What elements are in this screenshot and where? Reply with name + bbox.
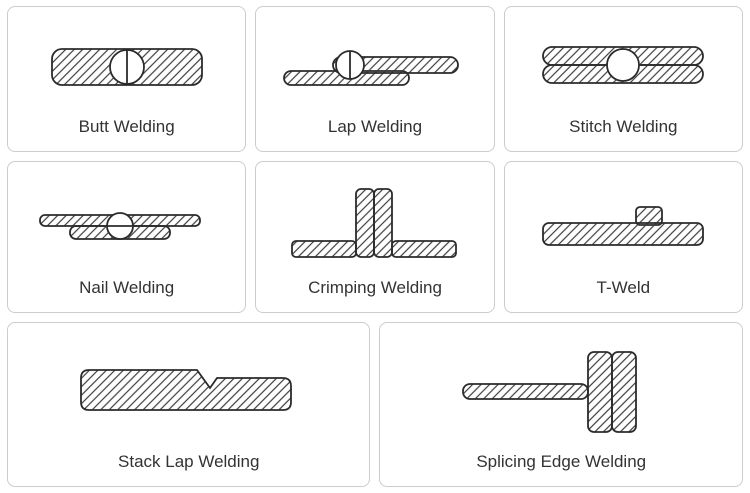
crimping-welding-diagram [260,170,489,279]
nail-welding-svg [38,211,201,240]
diagram-label: Splicing Edge Welding [476,452,647,471]
lap-welding-diagram [260,15,489,118]
card-stack-lap-welding: Stack Lap Welding [7,322,371,487]
diagram-label: Stitch Welding [569,117,678,136]
stitch-welding-diagram [509,15,738,118]
butt-welding-svg [50,47,203,86]
splicing-edge-welding-diagram [384,331,738,453]
splicing-edge-welding-svg [462,351,638,433]
stitch-welding-svg [542,45,705,84]
stack-lap-welding-diagram [12,331,365,453]
t-weld-diagram [509,170,738,279]
card-lap-welding: Lap Welding [255,6,495,152]
diagram-label: Stack Lap Welding [118,452,260,471]
diagram-label: Lap Welding [327,117,423,136]
diagram-label: Crimping Welding [308,278,442,297]
card-crimping-welding: Crimping Welding [255,161,495,313]
card-nail-welding: Nail Welding [7,161,247,313]
nail-welding-diagram [12,170,241,279]
diagram-label: Butt Welding [78,117,175,136]
butt-welding-diagram [12,15,241,118]
t-weld-svg [542,205,705,246]
card-splicing-edge-welding: Splicing Edge Welding [379,322,743,487]
card-t-weld: T-Weld [503,161,743,313]
card-butt-welding: Butt Welding [7,6,247,152]
diagram-label: T-Weld [596,278,651,297]
stack-lap-welding-svg [79,369,292,411]
lap-welding-svg [283,49,459,86]
diagram-label: Nail Welding [79,278,175,297]
card-stitch-welding: Stitch Welding [503,6,743,152]
crimping-welding-svg [291,187,457,258]
